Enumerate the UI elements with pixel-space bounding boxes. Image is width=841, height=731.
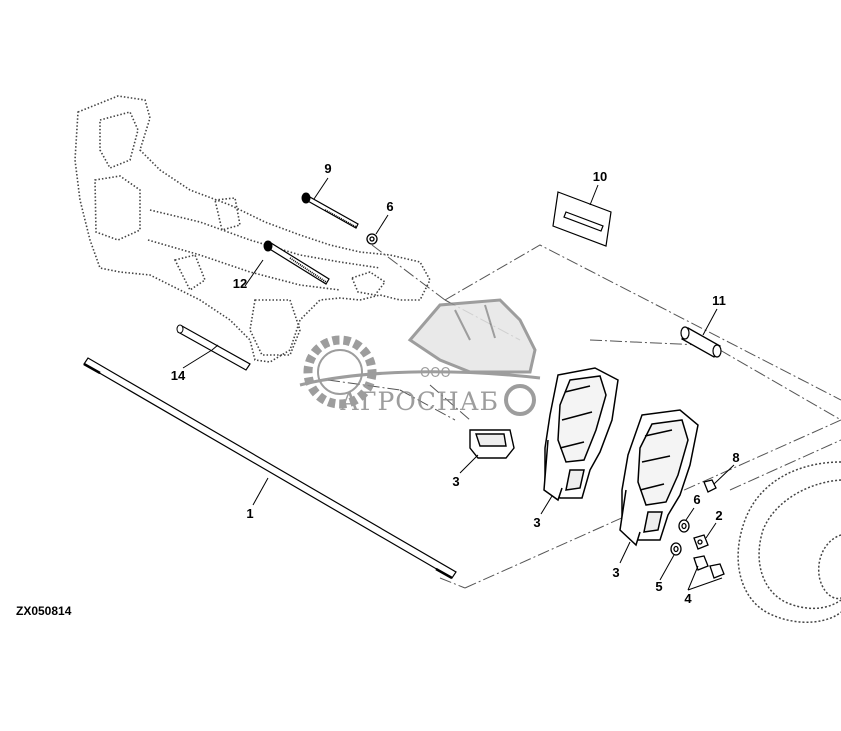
callout-labels: 9 6 10 11 12 14 1 3 3 3 8 6 2 5 4 [171,161,740,606]
callout-3-middle: 3 [533,515,540,530]
callout-3-right: 3 [612,565,619,580]
leader-lines [182,177,735,591]
watermark-name: АГРОСНАБ [340,387,499,416]
sleeve-part-11 [680,326,722,358]
callout-1: 1 [246,506,253,521]
pin-part-14 [176,324,251,371]
callout-2: 2 [715,508,722,523]
callout-11: 11 [712,293,726,308]
callout-9: 9 [324,161,331,176]
callout-12: 12 [233,276,247,291]
weight-part-3-left [469,429,515,459]
frame-ghost [74,95,431,363]
callout-6-upper: 6 [386,199,393,214]
gear-tractor-logo-icon [299,298,541,416]
callout-10: 10 [593,169,607,184]
watermark: ООО АГРОСНАБ [299,298,541,416]
callout-6-lower: 6 [693,492,700,507]
tie-rod-part-1 [83,357,457,580]
weight-part-3-right [619,409,699,547]
bolt-part-12 [263,240,330,285]
washer-part-6-lower [678,519,690,533]
nut-part-2 [693,534,709,550]
tire-ghost [737,461,841,623]
nut-part-4a [693,555,709,571]
callout-14: 14 [171,368,186,383]
nut-part-8 [703,479,717,493]
callout-8: 8 [732,450,739,465]
nut-part-4b [709,563,725,579]
weight-part-3-middle [543,367,619,502]
washer-part-5 [670,542,682,556]
bolt-part-9 [301,192,359,229]
decal-part-10 [552,191,612,247]
callout-5: 5 [655,579,662,594]
figure-id: ZX050814 [16,604,72,618]
washer-part-6-upper [366,233,378,245]
callout-3-left: 3 [452,474,459,489]
watermark-prefix: ООО [420,366,451,381]
callout-4: 4 [684,591,692,606]
